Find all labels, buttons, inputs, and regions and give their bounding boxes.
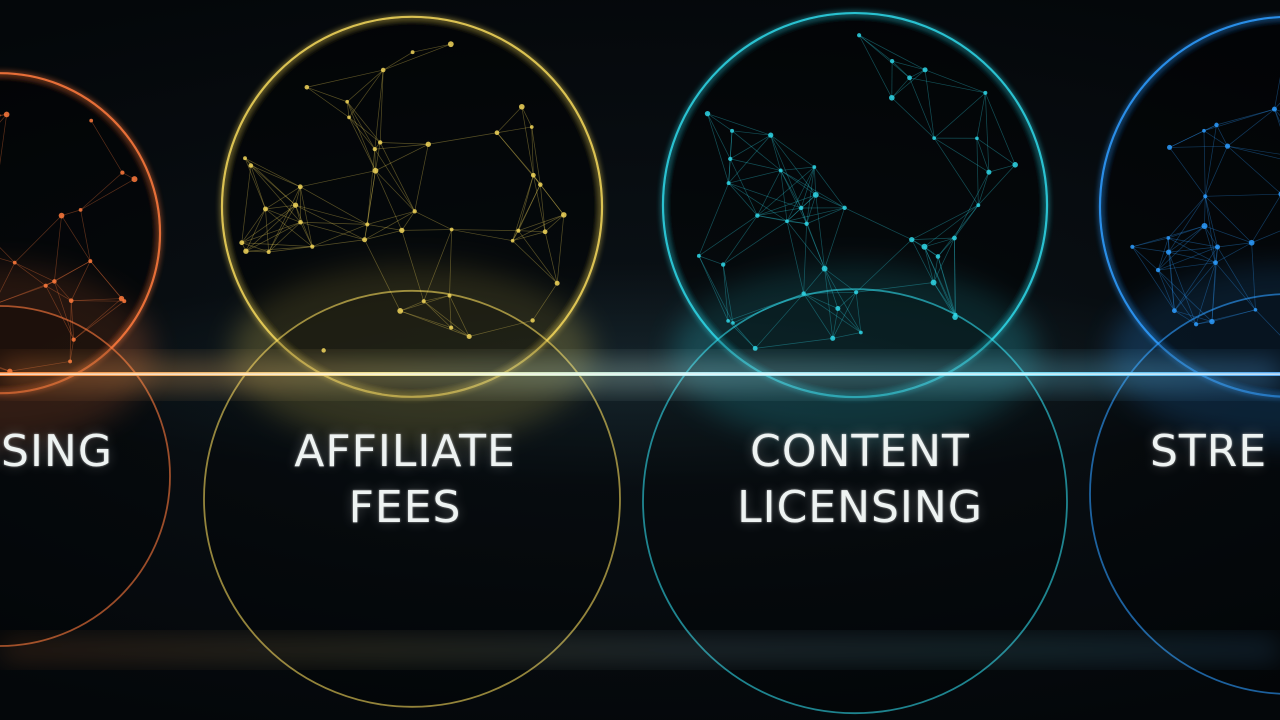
- network-mesh: [1130, 76, 1280, 336]
- bubble-content-licensing: [642, 11, 1068, 715]
- label-affiliate-line-2: FEES: [348, 482, 462, 533]
- bubble-advertising: [0, 72, 171, 647]
- label-content-line-2: LICENSING: [737, 482, 983, 533]
- bubble-bottom-outline: [642, 288, 1068, 715]
- bubble-bottom-outline: [203, 289, 621, 708]
- network-mesh: [239, 41, 567, 353]
- network-mesh: [696, 33, 1018, 351]
- label-content-line-1: CONTENT: [750, 426, 970, 477]
- bubble-bottom-outline: [0, 305, 171, 647]
- bubble-streaming: [1089, 16, 1280, 695]
- label-streaming: STRE: [1150, 424, 1280, 480]
- bubble-bottom-outline: [1089, 293, 1280, 695]
- label-streaming-line-1: STRE: [1150, 426, 1268, 477]
- label-advertising-line-1: ISING: [0, 426, 113, 477]
- label-affiliate-line-1: AFFILIATE: [294, 426, 516, 477]
- bubble-affiliate-fees: [203, 15, 621, 708]
- bubble-top-outline: [661, 11, 1049, 399]
- bubble-top-outline: [0, 72, 162, 395]
- label-advertising: ISING: [0, 424, 160, 480]
- network-mesh: [0, 111, 138, 374]
- bubble-top-outline: [220, 15, 604, 398]
- label-content-licensing: CONTENT LICENSING: [700, 424, 1020, 536]
- label-affiliate-fees: AFFILIATE FEES: [255, 424, 555, 536]
- light-beam: [0, 362, 1280, 660]
